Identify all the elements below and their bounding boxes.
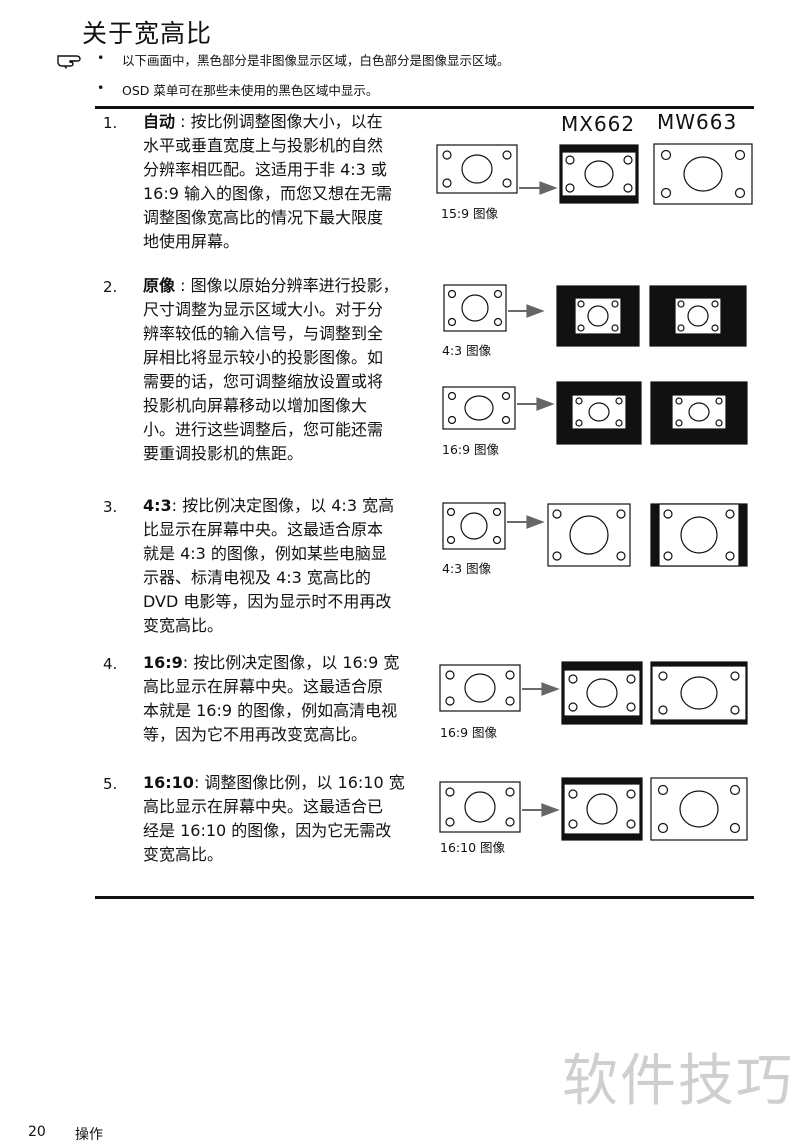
- item-term: 自动: [143, 112, 176, 131]
- item-number: 3.: [103, 498, 118, 516]
- item-line: 经是 16:10 的图像，因为它无需改: [143, 821, 392, 840]
- top-rule: [95, 106, 754, 109]
- item-line: 调整图像宽高比的情况下最大限度: [143, 208, 384, 227]
- item-line: 按比例调整图像大小，以在: [190, 112, 383, 131]
- caption-source-image: 15:9 图像: [441, 206, 499, 221]
- item-line: 变宽高比。: [143, 845, 224, 864]
- item-term: 16:9: [143, 653, 183, 672]
- item-description: 16:10: 调整图像比例，以 16:10 宽 高比显示在屏幕中央。这最适合已 …: [143, 771, 426, 867]
- source-image-4-3: [442, 502, 506, 550]
- output-mw663-16-10: [650, 777, 748, 841]
- item-line: 就是 4:3 的图像，例如某些电脑显: [143, 544, 387, 563]
- note-text: 以下画面中，黑色部分是非图像显示区域，白色部分是图像显示区域。: [122, 53, 510, 68]
- note-text: OSD 菜单可在那些未使用的黑色区域中显示。: [122, 83, 379, 98]
- item-term: 16:10: [143, 773, 194, 792]
- item-term: 4:3: [143, 496, 172, 515]
- item-line: 水平或垂直宽度上与投影机的自然: [143, 136, 384, 155]
- output-mx662-4-3: [547, 503, 631, 567]
- item-separator: :: [171, 496, 183, 515]
- item-line: 变宽高比。: [143, 616, 224, 635]
- item-line: 图像以原始分辨率进行投影，: [190, 276, 399, 295]
- watermark: 软件技巧: [562, 1049, 794, 1114]
- output-mw663-4-3: [650, 503, 748, 567]
- page-title: 关于宽高比: [82, 19, 213, 48]
- arrow-icon: [508, 304, 545, 318]
- item-separator: :: [175, 276, 191, 295]
- bullet-dot: •: [97, 80, 105, 95]
- bottom-rule: [95, 896, 754, 899]
- item-description: 自动 : 按比例调整图像大小，以在 水平或垂直宽度上与投影机的自然 分辨率相匹配…: [143, 110, 426, 254]
- pointing-hand-icon: [57, 55, 81, 69]
- bullet-dot: •: [97, 50, 105, 65]
- output-mw663-native-4-3: [649, 285, 747, 347]
- item-line: 按比例决定图像，以 16:9 宽: [193, 653, 400, 672]
- item-line: 高比显示在屏幕中央。这最适合已: [143, 797, 384, 816]
- output-mx662-16-10: [561, 777, 643, 841]
- caption-source-image: 4:3 图像: [442, 343, 492, 358]
- item-description: 4:3: 按比例决定图像，以 4:3 宽高 比显示在屏幕中央。这最适合原本 就是…: [143, 494, 426, 638]
- item-line: 16:9 输入的图像，而您又想在无需: [143, 184, 393, 203]
- output-mw663-auto: [653, 143, 753, 205]
- output-mx662-native-16-9: [556, 381, 642, 445]
- arrow-icon: [522, 803, 560, 817]
- item-separator: :: [182, 653, 194, 672]
- source-image-16-9: [442, 386, 516, 430]
- arrow-icon: [517, 397, 555, 411]
- item-line: 需要的话，您可调整缩放设置或将: [143, 372, 384, 391]
- item-line: 尺寸调整为显示区域大小。对于分: [143, 300, 384, 319]
- item-separator: :: [175, 112, 191, 131]
- output-mx662-auto: [559, 144, 639, 204]
- output-mw663-16-9: [650, 661, 748, 725]
- item-line: 要重调投影机的焦距。: [143, 444, 304, 463]
- item-line: 分辨率相匹配。这适用于非 4:3 或: [143, 160, 387, 179]
- item-description: 原像 : 图像以原始分辨率进行投影， 尺寸调整为显示区域大小。对于分 辨率较低的…: [143, 274, 426, 466]
- item-description: 16:9: 按比例决定图像，以 16:9 宽 高比显示在屏幕中央。这最适合原 本…: [143, 651, 426, 747]
- item-line: 屏相比将显示较小的投影图像。如: [143, 348, 384, 367]
- arrow-icon: [519, 181, 558, 195]
- caption-source-image: 16:10 图像: [440, 840, 505, 855]
- caption-source-image: 16:9 图像: [440, 725, 498, 740]
- item-number: 1.: [103, 114, 118, 132]
- output-mx662-16-9: [561, 661, 643, 725]
- output-mx662-native-4-3: [556, 285, 640, 347]
- arrow-icon: [522, 682, 560, 696]
- item-line: 辨率较低的输入信号，与调整到全: [143, 324, 384, 343]
- item-term: 原像: [143, 276, 176, 295]
- item-line: 小。进行这些调整后，您可能还需: [143, 420, 384, 439]
- source-image-16-9: [439, 664, 521, 712]
- model-label-mw663: MW663: [657, 110, 738, 134]
- source-image-4-3: [443, 284, 507, 332]
- source-image-15-9: [436, 144, 518, 194]
- source-image-16-10: [439, 781, 521, 833]
- item-line: 按比例决定图像，以 4:3 宽高: [182, 496, 395, 515]
- item-line: 等，因为它不用再改变宽高比。: [143, 725, 368, 744]
- item-line: DVD 电影等，因为显示时不用再改: [143, 592, 392, 611]
- item-line: 高比显示在屏幕中央。这最适合原: [143, 677, 384, 696]
- item-line: 比显示在屏幕中央。这最适合原本: [143, 520, 384, 539]
- item-line: 示器、标清电视及 4:3 宽高比的: [143, 568, 371, 587]
- item-line: 投影机向屏幕移动以增加图像大: [143, 396, 368, 415]
- item-line: 地使用屏幕。: [143, 232, 240, 251]
- item-number: 5.: [103, 775, 118, 793]
- footer-page-number: 20: [28, 1124, 46, 1140]
- item-line: 调整图像比例，以 16:10 宽: [204, 773, 405, 792]
- footer-section-label: 操作: [75, 1127, 103, 1143]
- model-label-mx662: MX662: [561, 112, 636, 136]
- caption-source-image: 4:3 图像: [442, 561, 492, 576]
- caption-source-image: 16:9 图像: [442, 442, 500, 457]
- item-separator: :: [193, 773, 205, 792]
- arrow-icon: [507, 515, 545, 529]
- item-number: 4.: [103, 655, 118, 673]
- item-line: 本就是 16:9 的图像，例如高清电视: [143, 701, 398, 720]
- output-mw663-native-16-9: [650, 381, 748, 445]
- item-number: 2.: [103, 278, 118, 296]
